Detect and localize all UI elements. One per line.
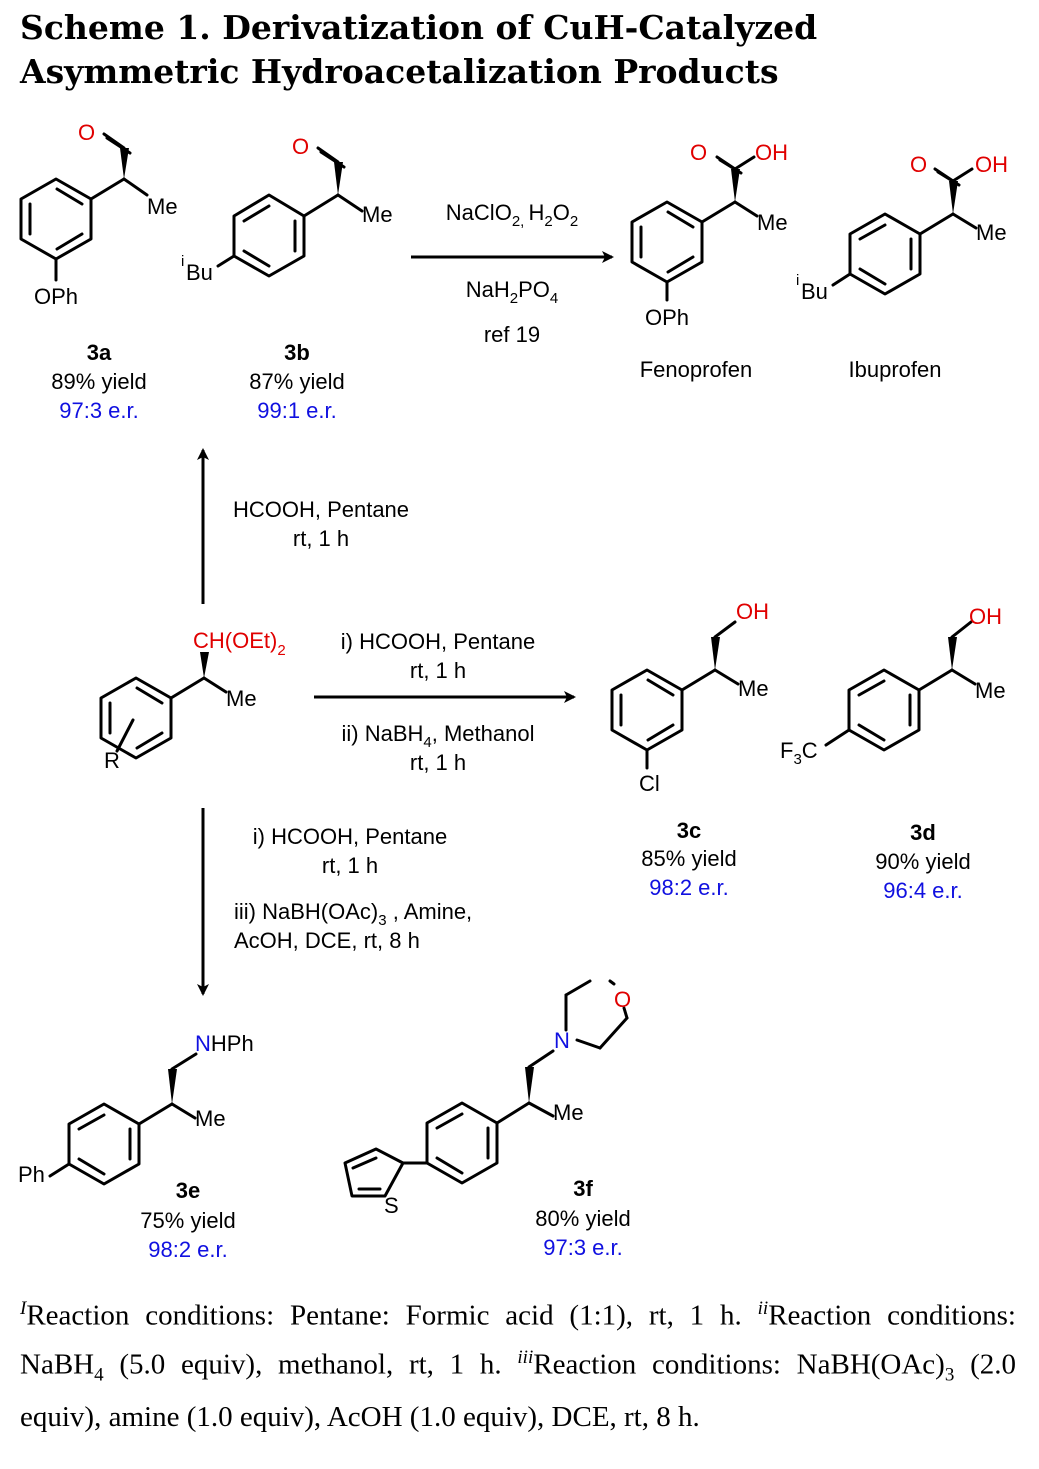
er-3d: 96:4 e.r. (883, 878, 963, 903)
reaction-scheme: O Me OPh 3a 89% yield 97:3 e.r. O Me i B… (18, 120, 1008, 1262)
conditions-hydrolysis-line1: HCOOH, Pentane (233, 497, 409, 522)
footnote-text-i: Reaction conditions: Pentane: Formic aci… (26, 1299, 758, 1332)
compound-label-3f: 3f (573, 1176, 593, 1201)
yield-3d: 90% yield (875, 849, 970, 874)
footnote-marker-i: I (20, 1298, 27, 1319)
compound-label-3c: 3c (677, 818, 701, 843)
yield-3b: 87% yield (249, 369, 344, 394)
structure-3e: NHPh Me Ph (18, 1031, 254, 1187)
atom-O: O (78, 120, 95, 145)
footnote-text-iii-cont: (2.0 equiv), amine (1.0 equiv), AcOH (1.… (20, 1348, 1016, 1434)
conditions-amination-line2: rt, 1 h (322, 853, 378, 878)
atom-NHPh: NHPh (195, 1031, 254, 1056)
atom-OH: OH (755, 140, 788, 165)
atom-Bu: Bu (186, 260, 213, 285)
er-3e: 98:2 e.r. (148, 1237, 228, 1262)
atom-O: O (910, 152, 927, 177)
name-ibuprofen: Ibuprofen (849, 357, 942, 382)
yield-3a: 89% yield (51, 369, 146, 394)
structure-fenoprofen: O OH Me OPh (630, 140, 788, 330)
er-3b: 99:1 e.r. (257, 398, 337, 423)
atom-Me: Me (738, 676, 769, 701)
atom-acetal: CH(OEt)2 (193, 628, 286, 659)
conditions-oxidation-line3: ref 19 (484, 322, 540, 347)
atom-Me: Me (147, 194, 178, 219)
atom-O: O (690, 140, 707, 165)
atom-Me: Me (195, 1106, 226, 1131)
compound-label-3d: 3d (910, 820, 936, 845)
conditions-amination-line4: AcOH, DCE, rt, 8 h (234, 928, 420, 953)
conditions-hydrolysis-line2: rt, 1 h (293, 526, 349, 551)
yield-3e: 75% yield (140, 1208, 235, 1233)
conditions-oxidation-line1: NaClO2, H2O2 (446, 200, 578, 230)
atom-O: O (292, 134, 309, 159)
atom-Bu: Bu (801, 279, 828, 304)
atom-S: S (384, 1193, 399, 1218)
atom-N: N (554, 1028, 570, 1053)
structure-3c: OH Me Cl (610, 599, 769, 796)
compound-label-3e: 3e (176, 1178, 200, 1203)
conditions-amination-line3: iii) NaBH(OAc)3 , Amine, (234, 899, 472, 929)
atom-Cl: Cl (639, 771, 660, 796)
footnote-text-iii: Reaction conditions: NaBH(OAc) (533, 1348, 945, 1381)
atom-Me: Me (362, 202, 393, 227)
footnote-marker-ii: ii (757, 1298, 769, 1319)
conditions-reduction-line2: rt, 1 h (410, 658, 466, 683)
atom-OH: OH (736, 599, 769, 624)
atom-Me: Me (226, 686, 257, 711)
atom-Me: Me (976, 220, 1007, 245)
compound-label-3b: 3b (284, 340, 310, 365)
footnote-text-ii: Reaction conditions: NaBH (20, 1299, 1016, 1381)
compound-label-3a: 3a (87, 340, 112, 365)
atom-OH: OH (969, 604, 1002, 629)
conditions-oxidation-line2: NaH2PO4 (466, 277, 559, 307)
atom-F3C: F3C (780, 738, 818, 768)
structure-ibuprofen: O OH Me i Bu (796, 152, 1008, 304)
conditions-reduction-line3: ii) NaBH4, Methanol (342, 721, 535, 751)
atom-iso-prefix: i (796, 272, 799, 289)
scheme-footnote: IReaction conditions: Pentane: Formic ac… (20, 1288, 1016, 1438)
footnote-subscript: 4 (94, 1364, 104, 1386)
atom-OH: OH (975, 152, 1008, 177)
structure-3a: O Me OPh (19, 120, 178, 309)
er-3a: 97:3 e.r. (59, 398, 139, 423)
scheme-title: Scheme 1. Derivatization of CuH-Catalyze… (20, 8, 818, 91)
footnote-subscript: 3 (944, 1364, 955, 1386)
footnote-marker-iii: iii (517, 1346, 534, 1368)
atom-Me: Me (975, 678, 1006, 703)
structure-3f: N O Me S (343, 979, 631, 1218)
yield-3c: 85% yield (641, 846, 736, 871)
er-3f: 97:3 e.r. (543, 1235, 623, 1260)
conditions-reduction-line4: rt, 1 h (410, 750, 466, 775)
name-fenoprofen: Fenoprofen (640, 357, 753, 382)
structure-3d: OH Me F3C (780, 604, 1006, 768)
footnote-text-ii-cont: (5.0 equiv), methanol, rt, 1 h. (103, 1348, 518, 1381)
atom-O: O (614, 987, 631, 1012)
conditions-amination-line1: i) HCOOH, Pentane (253, 824, 447, 849)
yield-3f: 80% yield (535, 1206, 630, 1231)
atom-OPh: OPh (34, 284, 78, 309)
atom-iso-prefix: i (181, 253, 184, 270)
atom-OPh: OPh (645, 305, 689, 330)
atom-Me: Me (553, 1100, 584, 1125)
atom-Ph: Ph (18, 1162, 45, 1187)
atom-R: R (104, 748, 120, 773)
structure-starting-acetal: CH(OEt)2 Me R (99, 628, 286, 773)
conditions-reduction-line1: i) HCOOH, Pentane (341, 629, 535, 654)
er-3c: 98:2 e.r. (649, 875, 729, 900)
structure-3b: O Me i Bu (181, 134, 393, 285)
atom-Me: Me (757, 210, 788, 235)
